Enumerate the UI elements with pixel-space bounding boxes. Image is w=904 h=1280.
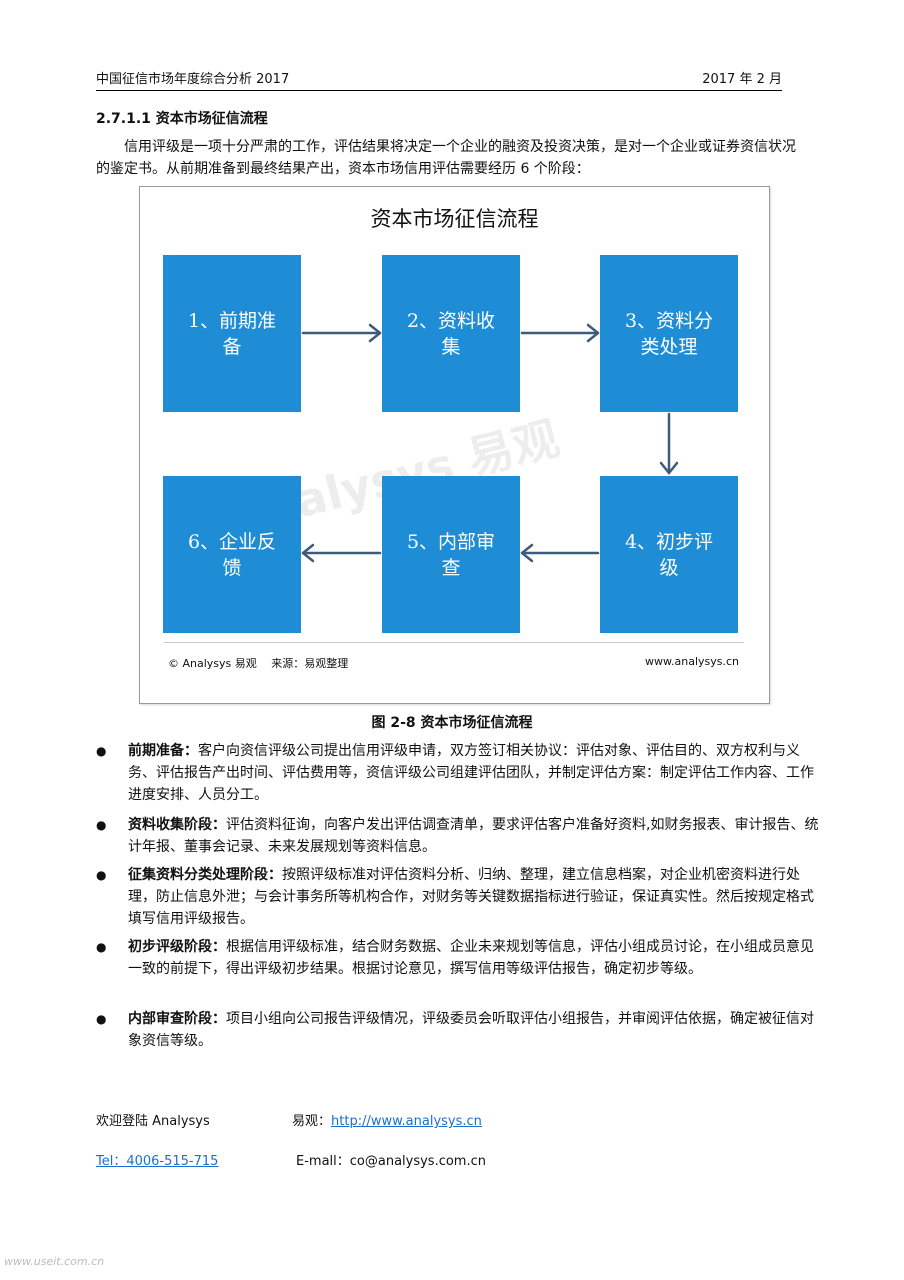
footer-site: 易观：http://www.analysys.cn [292,1110,482,1129]
bullet-icon: ● [96,818,107,832]
bullet-icon: ● [96,940,107,954]
header-title: 中国征信市场年度综合分析 2017 [96,72,290,87]
bullet-icon: ● [96,868,107,882]
flow-arrows [301,323,679,563]
item-text: 评估资料征询，向客户发出评估调查清单，要求评估客户准备好资料,如财务报表、审计报… [128,817,819,855]
figure-source: © Analysys 易观 来源：易观整理 [168,657,349,670]
step-1-label: 1、前期准备 [187,309,277,358]
bullet-icon: ● [96,1012,107,1026]
step-4-label: 4、初步评级 [624,530,714,579]
step-6-box: 6、企业反馈 [163,476,301,633]
arrow-3-to-4 [659,412,679,475]
section-title: 2.7.1.1 资本市场征信流程 [96,111,268,127]
figure-title: 资本市场征信流程 [370,207,539,231]
item-label: 初步评级阶段： [128,939,226,955]
list-item: ● 前期准备：客户向资信评级公司提出信用评级申请，双方签订相关协议：评估对象、评… [96,740,820,806]
list-item: ● 征集资料分类处理阶段：按照评级标准对评估资料分析、归纳、整理，建立信息档案，… [96,864,820,930]
header-date: 2017 年 2 月 [702,72,782,87]
figure-caption: 图 2-8 资本市场征信流程 [371,715,533,731]
step-3-box: 3、资料分类处理 [600,255,738,412]
step-6-label: 6、企业反馈 [187,530,277,579]
footer-site-label: 易观： [292,1114,332,1129]
item-label: 资料收集阶段： [128,817,226,833]
item-text: 项目小组向公司报告评级情况，评级委员会听取评估小组报告，并审阅评估依据，确定被征… [128,1011,814,1049]
bullet-icon: ● [96,744,107,758]
arrow-5-to-6 [301,543,382,563]
item-label: 前期准备： [128,743,198,759]
corner-watermark: www.useit.com.cn [4,1255,105,1268]
figure-rule [164,642,744,643]
step-5-label: 5、内部审查 [406,530,496,579]
arrow-1-to-2 [301,323,382,343]
figure-site: www.analysys.cn [645,655,739,668]
step-2-label: 2、资料收集 [406,309,496,358]
item-text: 客户向资信评级公司提出信用评级申请，双方签订相关协议：评估对象、评估目的、双方权… [128,743,814,803]
footer-site-link[interactable]: http://www.analysys.cn [331,1114,482,1129]
arrow-2-to-3 [520,323,600,343]
footer-welcome: 欢迎登陆 Analysys [96,1114,210,1129]
item-text: 根据信用评级标准，结合财务数据、企业未来规划等信息，评估小组成员讨论，在小组成员… [128,939,814,977]
item-label: 内部审查阶段： [128,1011,226,1027]
step-4-box: 4、初步评级 [600,476,738,633]
footer-email: E-mall：co@analysys.com.cn [296,1154,486,1169]
list-item: ● 内部审查阶段：项目小组向公司报告评级情况，评级委员会听取评估小组报告，并审阅… [96,1008,820,1052]
item-label: 征集资料分类处理阶段： [128,867,282,883]
list-item: ● 资料收集阶段：评估资料征询，向客户发出评估调查清单，要求评估客户准备好资料,… [96,814,820,858]
intro-paragraph: 信用评级是一项十分严肃的工作，评估结果将决定一个企业的融资及投资决策，是对一个企… [96,139,796,177]
step-3-label: 3、资料分类处理 [624,309,714,358]
step-1-box: 1、前期准备 [163,255,301,412]
arrow-4-to-5 [520,543,600,563]
item-text: 按照评级标准对评估资料分析、归纳、整理，建立信息档案，对企业机密资料进行处理，防… [128,867,814,927]
process-figure: Analysys 易观 资本市场征信流程 1、前期准备 2、资料收集 3、资料分… [139,186,770,704]
page-header: 中国征信市场年度综合分析 2017 2017 年 2 月 [96,68,782,90]
step-5-box: 5、内部审查 [382,476,520,633]
footer-tel-link[interactable]: Tel：4006-515-715 [96,1154,219,1169]
step-2-box: 2、资料收集 [382,255,520,412]
header-rule [96,90,782,91]
list-item: ● 初步评级阶段：根据信用评级标准，结合财务数据、企业未来规划等信息，评估小组成… [96,936,820,980]
